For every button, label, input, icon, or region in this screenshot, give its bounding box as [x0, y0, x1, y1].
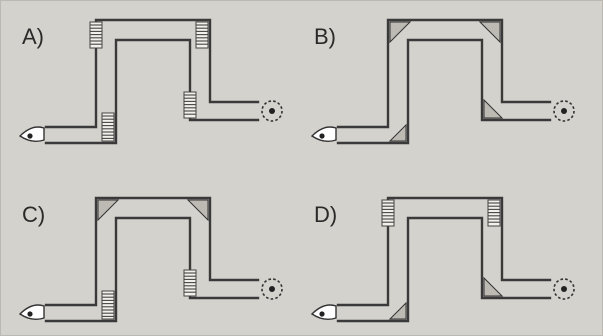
periscope-outer-wall: [44, 196, 260, 307]
eye-icon: [18, 304, 45, 321]
mirror-top-right: [478, 21, 501, 44]
periscope-inner-wall: [44, 216, 260, 323]
option-d[interactable]: D): [310, 196, 575, 323]
mirror-bottom-left: [388, 123, 407, 142]
mirror-top-right: [487, 199, 501, 227]
mirror-top-right: [195, 21, 209, 49]
periscope-outer-wall: [336, 18, 552, 129]
periscope-inner-wall: [336, 216, 552, 323]
periscope-outer-wall: [44, 18, 260, 129]
option-b[interactable]: B): [310, 18, 575, 145]
eye-icon: [310, 304, 337, 321]
mirror-bottom-left: [101, 112, 115, 142]
periscope-inner-wall: [44, 38, 260, 145]
ball-icon: [261, 100, 283, 122]
periscope-inner-wall: [336, 38, 552, 145]
mirror-top-right: [186, 199, 209, 222]
mirror-top-left: [389, 21, 412, 44]
mirror-bottom-right: [483, 276, 504, 297]
ball-icon: [553, 278, 575, 300]
mirror-top-left: [381, 199, 395, 227]
mirror-bottom-right: [183, 269, 197, 297]
option-c[interactable]: C): [18, 196, 283, 323]
option-a[interactable]: A): [18, 18, 283, 145]
mirror-top-left: [89, 21, 103, 49]
option-label: D): [314, 202, 337, 227]
mirror-top-left: [97, 199, 120, 222]
mirror-bottom-right: [483, 98, 504, 119]
option-label: A): [22, 24, 44, 49]
eye-icon: [310, 126, 337, 143]
ball-icon: [261, 278, 283, 300]
mirror-bottom-left: [101, 290, 115, 320]
mirror-bottom-right: [183, 91, 197, 119]
periscope-outer-wall: [336, 196, 552, 307]
eye-icon: [18, 126, 45, 143]
option-label: C): [22, 202, 45, 227]
mirror-bottom-left: [388, 301, 407, 320]
ball-icon: [553, 100, 575, 122]
option-label: B): [314, 24, 336, 49]
